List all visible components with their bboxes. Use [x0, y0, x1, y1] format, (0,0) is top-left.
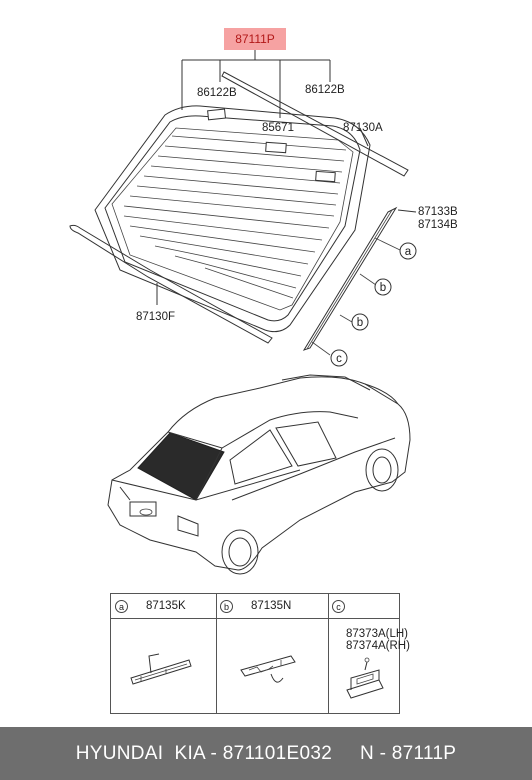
svg-text:c: c: [336, 353, 342, 365]
top-molding: [221, 71, 409, 177]
clip-b-drawing: [240, 655, 296, 683]
legend-c-parts: 87373A(LH) 87374A(RH): [346, 628, 410, 652]
label-86122b-left: 86122B: [197, 87, 237, 99]
defroster-lines: [123, 135, 347, 299]
svg-text:b: b: [357, 317, 363, 329]
highlighted-part-label[interactable]: 87111P: [224, 28, 286, 50]
legend-part-drawings: [130, 653, 384, 699]
bottom-molding: [69, 224, 273, 344]
label-87134b: 87134B: [418, 219, 458, 231]
callout-b-upper: b: [374, 278, 392, 296]
clip-c-drawing: [346, 657, 384, 699]
legend-table: a 87135K b 87135N c 87373A(LH) 87374A(RH…: [110, 593, 410, 714]
svg-text:a: a: [405, 246, 412, 258]
spacer-pads: [207, 108, 336, 183]
callout-a: a: [399, 242, 417, 260]
legend-part-c-lh: 87373A(LH): [346, 628, 409, 640]
legend-part-b: 87135N: [251, 600, 292, 612]
legend-part-a: 87135K: [146, 600, 186, 612]
legend-cell-c: c: [328, 594, 401, 618]
car-illustration: [107, 374, 411, 575]
legend-header-row: [111, 594, 399, 619]
legend-letter-b: b: [220, 599, 233, 613]
legend-letter-c: c: [332, 599, 345, 613]
legend-divider-1: [216, 594, 217, 713]
legend-letter-a: a: [115, 599, 128, 613]
bracket-lines: [181, 50, 331, 118]
footer-bar: HYUNDAI KIA - 871101E032 N - 87111P: [0, 727, 532, 780]
label-85671: 85671: [262, 122, 294, 134]
label-87133b: 87133B: [418, 206, 458, 218]
callout-c: c: [330, 349, 348, 367]
side-molding: [302, 206, 417, 356]
legend-divider-2: [328, 594, 329, 713]
callout-b-lower: b: [351, 313, 369, 331]
legend-cell-b: b 87135N: [216, 594, 328, 618]
label-87130a: 87130A: [343, 122, 383, 134]
clip-a-drawing: [130, 653, 192, 685]
label-87130f: 87130F: [136, 311, 175, 323]
label-86122b-right: 86122B: [305, 84, 345, 96]
rear-glass: [94, 105, 371, 333]
legend-part-c-rh: 87374A(RH): [346, 640, 410, 652]
legend-cell-a: a 87135K: [111, 594, 216, 618]
svg-text:b: b: [380, 282, 386, 294]
